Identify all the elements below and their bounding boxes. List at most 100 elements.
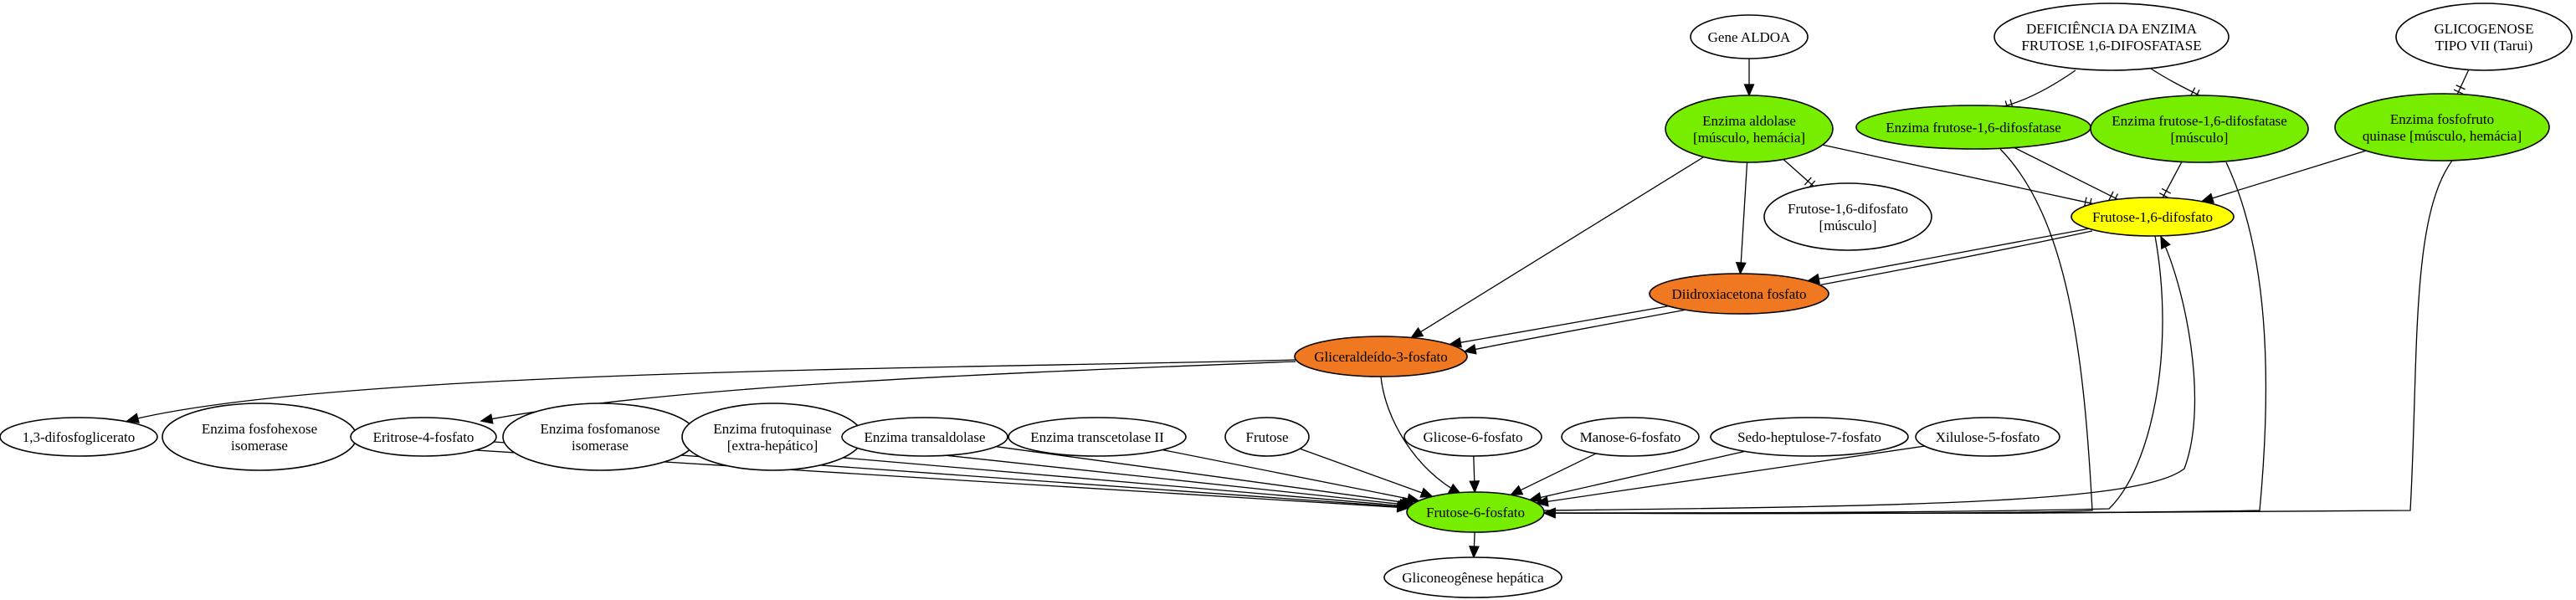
edge-glicose6p-to-f6p	[1469, 455, 1480, 494]
edge-xilulose-to-f6p	[1535, 445, 1925, 507]
edge-g3p-to-bpg	[126, 359, 1296, 423]
arrowhead	[1542, 507, 1556, 519]
node-label: [músculo]	[1819, 218, 1877, 233]
node-transcetolase: Enzima transcetolase II	[1008, 417, 1187, 457]
node-frutoquinase: Enzima frutoquinase[extra-hepático]	[681, 403, 864, 471]
node-label: isomerase	[231, 438, 288, 454]
node-label: TIPO VII (Tarui)	[2435, 38, 2533, 54]
node-aldolase: Enzima aldolase[músculo, hemácia]	[1665, 95, 1834, 163]
edge-line	[1410, 156, 1705, 339]
node-shape	[1665, 95, 1834, 163]
edge-f6p-to-gliconeo	[1468, 531, 1480, 559]
node-shape	[1649, 273, 1829, 315]
edge-line	[2162, 162, 2183, 198]
edge-transcetolase-to-f6p	[1162, 449, 1420, 505]
edge-dhap-to-g3p	[1448, 305, 1669, 348]
node-shape	[1994, 3, 2230, 71]
node-label: GLICOGENOSE	[2435, 21, 2534, 37]
edge-line	[1543, 236, 2196, 511]
inhibition-bar	[2161, 187, 2172, 194]
edge-deficiencia-to-fbpase_musc	[2150, 68, 2200, 100]
edge-line	[1450, 305, 1669, 346]
node-label: quinase [músculo, hemácia]	[2363, 128, 2522, 144]
edge-deficiencia-to-fbpase	[2004, 69, 2076, 111]
node-shape	[1383, 556, 1563, 598]
arrowhead	[1463, 343, 1477, 355]
node-shape	[841, 417, 1008, 457]
inhibition-bar	[2083, 197, 2087, 208]
node-g3p: Gliceraldeído-3-fosfato	[1294, 336, 1468, 377]
arrowhead	[1469, 480, 1480, 494]
edge-line	[1739, 162, 1748, 274]
node-shape	[2090, 95, 2309, 163]
inhibition-bar	[2453, 89, 2464, 95]
arrowhead	[1419, 487, 1434, 498]
edge-line	[2201, 150, 2367, 203]
edge-line	[1300, 448, 1433, 497]
edge-aldolase-to-f16_musc	[1783, 158, 1816, 189]
arrowhead	[1509, 485, 1524, 496]
node-label: Enzima frutose-1,6-difosfatase	[1886, 120, 2061, 136]
edge-line	[1537, 445, 1925, 504]
edge-line	[1543, 160, 2453, 515]
node-label: [músculo, hemácia]	[1693, 130, 1805, 146]
edge-fbpase-to-f16	[2014, 146, 2119, 203]
node-shape	[1403, 417, 1542, 457]
node-shape	[1294, 336, 1468, 377]
node-f16: Frutose-1,6-difosfato	[2071, 197, 2235, 237]
edge-sedo-to-f6p	[1528, 450, 1745, 503]
node-shape	[1561, 417, 1700, 457]
inhibition-bar	[1804, 177, 1812, 186]
arrowhead	[1535, 495, 1549, 507]
node-label: Frutose-1,6-difosfato	[2092, 209, 2213, 225]
node-shape	[1406, 491, 1545, 533]
arrowhead	[480, 413, 494, 424]
edge-line	[126, 359, 1296, 422]
arrowhead	[1409, 326, 1424, 339]
node-shape	[1008, 417, 1187, 457]
node-xilulose: Xilulose-5-fosfato	[1915, 417, 2060, 457]
edge-line	[1162, 449, 1419, 502]
edge-f6p-to-f16	[1543, 235, 2196, 511]
arrowhead	[1528, 492, 1542, 503]
edge-line	[1543, 235, 2163, 514]
inhibition-bar	[2455, 85, 2466, 90]
node-shape	[1710, 417, 1909, 457]
node-glicose6p: Glicose-6-fosfato	[1403, 417, 1542, 457]
edge-line	[2014, 146, 2118, 200]
edge-line	[1783, 158, 1814, 187]
node-shape	[681, 403, 864, 471]
node-shape	[1690, 14, 1809, 59]
node-label: Enzima aldolase	[1702, 113, 1796, 129]
edge-line	[1380, 376, 1461, 495]
edge-line	[2456, 69, 2470, 95]
node-shape	[1763, 182, 1932, 251]
node-label: Enzima fosfohexose	[202, 421, 317, 437]
edge-gene_aldoa-to-aldolase	[1743, 59, 1755, 97]
node-shape	[2395, 3, 2573, 71]
node-frutose: Frutose	[1224, 417, 1310, 457]
edge-line	[2004, 69, 2076, 107]
inhibition-bar	[2158, 192, 2169, 198]
arrowhead	[2160, 235, 2171, 250]
node-label: isomerase	[572, 438, 629, 454]
node-label: Sedo-heptulose-7-fosfato	[1737, 429, 1881, 445]
node-f6p: Frutose-6-fosfato	[1406, 491, 1545, 533]
node-fbpase: Enzima frutose-1,6-difosfatase	[1855, 105, 2091, 150]
node-eritrose: Eritrose-4-fosfato	[350, 417, 497, 457]
edge-line	[859, 445, 1412, 506]
node-label: Enzima frutose-1,6-difosfatase	[2112, 113, 2287, 129]
node-label: Gene ALDOA	[1708, 29, 1791, 45]
arrowhead	[1735, 261, 1747, 275]
node-shape	[350, 417, 497, 457]
edge-line	[1808, 228, 2089, 282]
node-shape	[162, 403, 357, 471]
node-label: Frutose-1,6-difosfato	[1788, 201, 1908, 217]
edge-fbpase_musc-to-f16	[2158, 162, 2183, 198]
node-f16_musc: Frutose-1,6-difosfato[músculo]	[1763, 182, 1932, 251]
